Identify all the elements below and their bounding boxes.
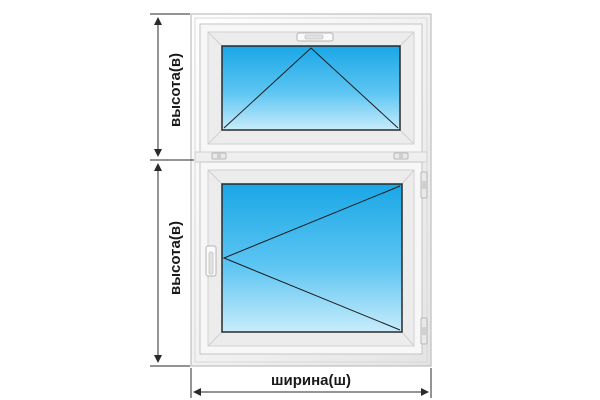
top-handle-icon bbox=[296, 32, 334, 42]
top-height-label: высота(в) bbox=[167, 53, 184, 127]
bottom-height-label: высота(в) bbox=[167, 221, 184, 295]
hinge-icon bbox=[211, 152, 227, 160]
bottom-glass bbox=[221, 183, 403, 333]
hinge-icon bbox=[420, 171, 428, 199]
bottom-hung-opening-lines bbox=[223, 47, 399, 129]
bottom-sash bbox=[199, 161, 428, 355]
top-sash bbox=[199, 23, 423, 153]
width-label: ширина(ш) bbox=[271, 372, 351, 389]
side-handle-icon bbox=[205, 245, 217, 277]
dimension-lines bbox=[150, 13, 432, 398]
mullion bbox=[194, 151, 428, 163]
hinge-icon bbox=[420, 317, 428, 345]
top-glass bbox=[221, 45, 401, 131]
side-hung-opening-lines bbox=[222, 185, 401, 331]
hinge-icon bbox=[393, 152, 409, 160]
